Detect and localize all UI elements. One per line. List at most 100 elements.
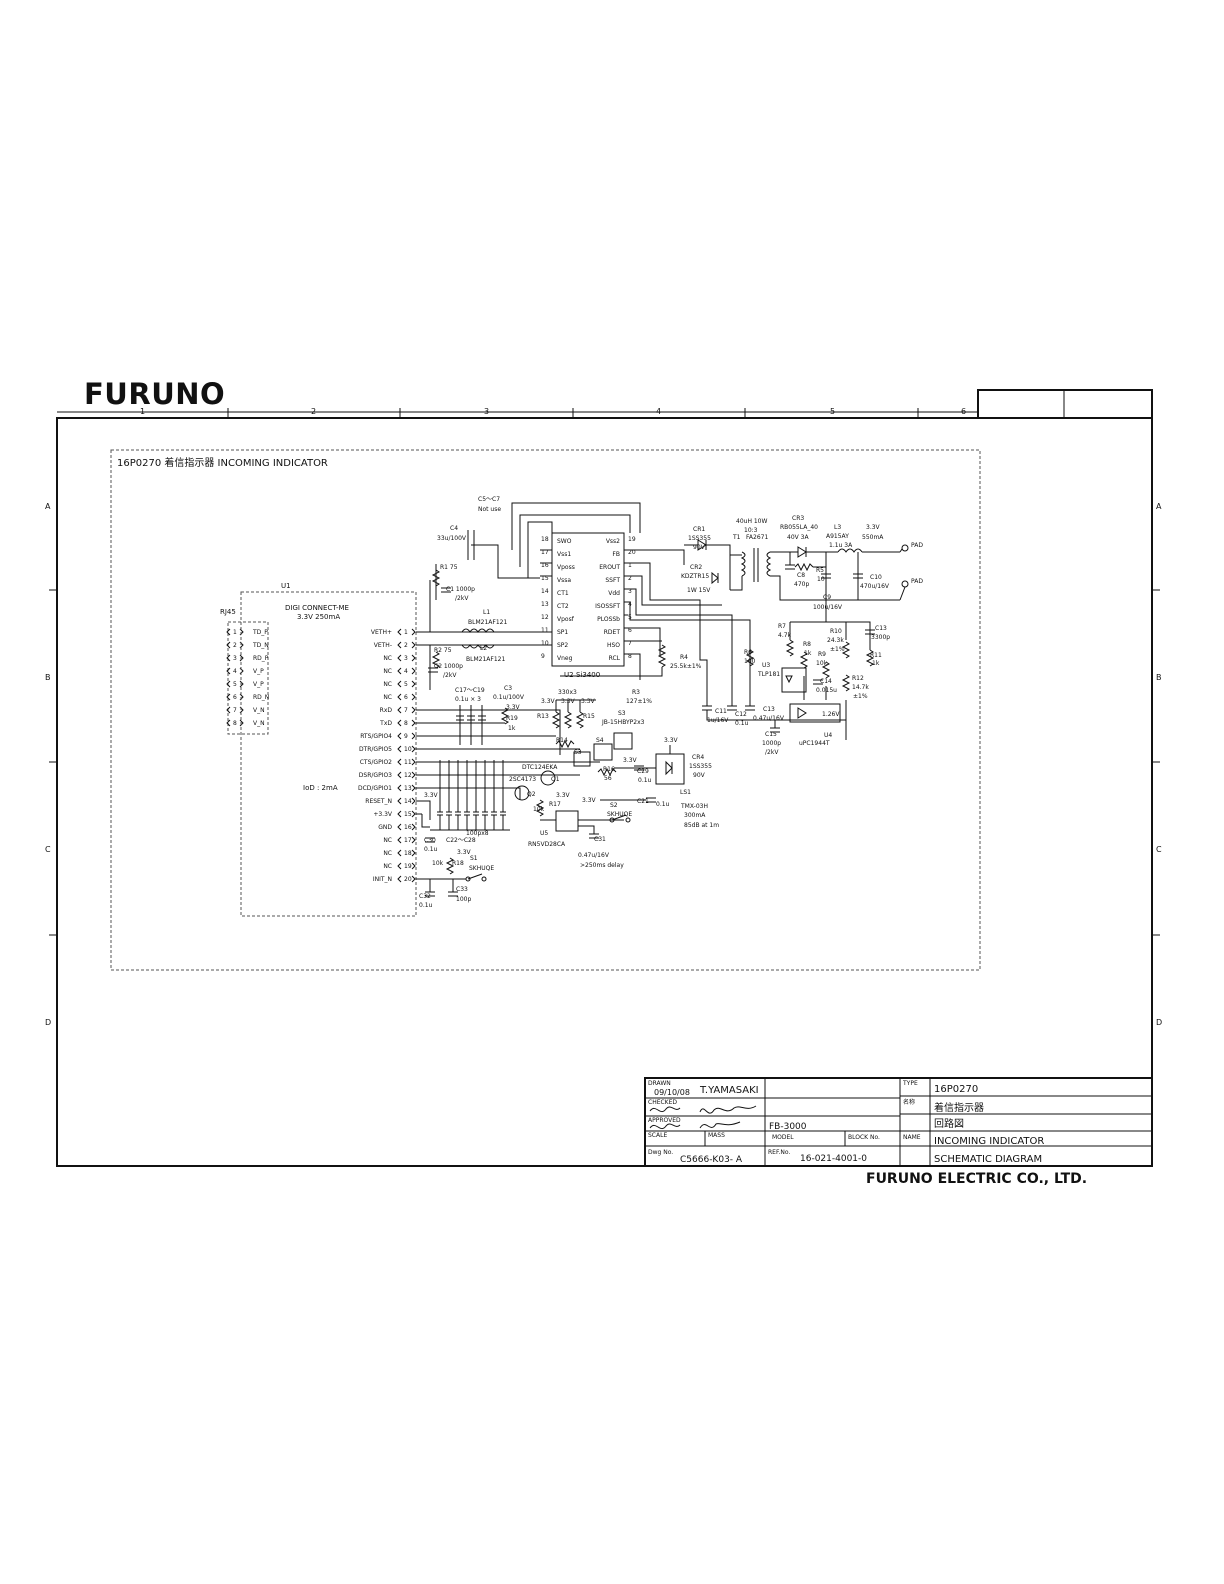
u1-pin-marker bbox=[397, 797, 402, 805]
u2-pin-number: 13 bbox=[541, 601, 549, 608]
lbl-v33-a: 3.3V bbox=[541, 698, 556, 705]
u1-pin-number: 3 bbox=[404, 655, 408, 662]
u1-pin-marker bbox=[411, 784, 416, 792]
u1-pin-label: DCD/GPIO1 bbox=[358, 785, 392, 792]
rj45-pin-number: 3 bbox=[233, 655, 237, 662]
u2-pin-label: Vneg bbox=[557, 655, 573, 662]
u1-pin-marker bbox=[397, 667, 402, 675]
tb-model: FB-3000 bbox=[769, 1122, 807, 1132]
rj45-pin-number: 4 bbox=[233, 668, 237, 675]
u1-pin-marker bbox=[397, 758, 402, 766]
lbl-s1: S1 bbox=[470, 855, 478, 862]
lbl-r9v: 10k bbox=[816, 660, 828, 667]
u1-pin-marker bbox=[397, 732, 402, 740]
u1-pin-marker bbox=[397, 823, 402, 831]
lbl-c21: C21 bbox=[637, 798, 649, 805]
lbl-r5v: 10 bbox=[817, 576, 825, 583]
u1-pin-label: TxD bbox=[379, 720, 392, 727]
u2-pin-label: HSO bbox=[607, 642, 620, 649]
lbl-u4pin: 1.26V bbox=[822, 711, 840, 718]
u2-si3400: U2 Si3400 SWO18Vss117Vposs16Vssa15CT114C… bbox=[541, 532, 636, 679]
lbl-r11: R11 bbox=[870, 652, 882, 659]
lbl-r10t: ±1% bbox=[830, 646, 845, 653]
io-wiring bbox=[416, 699, 685, 897]
u2-pin-label: ISOSSFT bbox=[595, 603, 620, 610]
u1-pin-number: 11 bbox=[404, 759, 412, 766]
u1-pin-number: 14 bbox=[404, 798, 412, 805]
u1-pin-label: RESET_N bbox=[365, 798, 392, 805]
u2-pin-label: SP2 bbox=[557, 642, 568, 649]
u2-pin-number: 20 bbox=[628, 549, 636, 556]
tb-ref: 16-021-4001-0 bbox=[800, 1154, 867, 1164]
u1-pin-marker bbox=[411, 641, 416, 649]
u1-pin-marker bbox=[411, 628, 416, 636]
lbl-v33-e: 3.3V bbox=[623, 757, 638, 764]
tb-checked-label: CHECKED bbox=[648, 1099, 677, 1106]
checked-signature bbox=[649, 1105, 757, 1114]
lbl-v33-f: 3.3V bbox=[664, 737, 679, 744]
u2-pin-number: 6 bbox=[628, 627, 632, 634]
lbl-r6: R6 bbox=[744, 649, 752, 656]
lbl-c5c7: C5〜C7 bbox=[478, 496, 500, 503]
lbl-c11v: 1u/16V bbox=[707, 717, 729, 724]
tb-drawn-date: 09/10/08 bbox=[654, 1088, 690, 1097]
u1-pin-marker bbox=[411, 849, 416, 857]
lbl-c2: C2 1000p bbox=[434, 663, 463, 670]
lbl-v33-d: 3.3V bbox=[506, 704, 521, 711]
lbl-cr4b: 90V bbox=[693, 772, 706, 779]
lbl-c10: C10 bbox=[870, 574, 882, 581]
u1-pin-marker bbox=[411, 745, 416, 753]
lbl-r18: R18 bbox=[452, 860, 464, 867]
lbl-r3v: 127±1% bbox=[626, 698, 652, 705]
tb-name-jp: 着信指示器 bbox=[934, 1101, 984, 1114]
lbl-not-use: Not use bbox=[478, 506, 501, 513]
rj45-pin-marker bbox=[226, 706, 231, 714]
lbl-q1: Q1 bbox=[551, 776, 560, 783]
lbl-c33v: 100p bbox=[456, 896, 471, 903]
lbl-r17v: 10k bbox=[533, 806, 545, 813]
col-2: 2 bbox=[311, 407, 316, 416]
u1-pin-number: 8 bbox=[404, 720, 408, 727]
u1-pin-marker bbox=[411, 771, 416, 779]
u1-pin-number: 13 bbox=[404, 785, 412, 792]
u2-pin-label: SWO bbox=[557, 538, 572, 545]
lbl-s3-ref: S3 bbox=[618, 710, 626, 717]
u2-pin-number: 7 bbox=[628, 640, 632, 647]
u1-pin-label: NC bbox=[383, 694, 392, 701]
u2-pin-label: Vdd bbox=[608, 590, 620, 597]
u1-pin-label: VETH+ bbox=[371, 629, 392, 636]
row-b-left: B bbox=[45, 673, 51, 682]
rj45-pin-marker bbox=[226, 693, 231, 701]
u1-pin-marker bbox=[411, 680, 416, 688]
tb-drawn-by: T.YAMASAKI bbox=[699, 1085, 759, 1096]
u1-name: DIGI CONNECT-ME bbox=[285, 604, 349, 612]
u1-pin-marker bbox=[411, 654, 416, 662]
u2-pin-number: 12 bbox=[541, 614, 549, 621]
u1-pin-number: 10 bbox=[404, 746, 412, 753]
u1-pin-marker bbox=[411, 875, 416, 883]
tb-name-jp-label: 名称 bbox=[903, 1098, 915, 1106]
lbl-r8: R8 bbox=[803, 641, 811, 648]
lbl-t1top: 40uH 10W bbox=[736, 518, 767, 525]
lbl-dtc: DTC124EKA bbox=[522, 764, 558, 771]
u1-iod: IoD : 2mA bbox=[303, 784, 338, 792]
lbl-c9: C9 bbox=[823, 594, 831, 601]
lbl-r7v: 4.7k bbox=[778, 632, 792, 639]
tb-kind: SCHEMATIC DIAGRAM bbox=[934, 1154, 1042, 1165]
rj45-pin-number: 8 bbox=[233, 720, 237, 727]
lbl-cr1: CR1 bbox=[693, 526, 705, 533]
u1-pin-marker bbox=[411, 797, 416, 805]
u2-pin-label: RCL bbox=[609, 655, 621, 662]
company-name: FURUNO ELECTRIC CO., LTD. bbox=[866, 1171, 1087, 1187]
u1-pin-marker bbox=[397, 771, 402, 779]
tb-block-label: BLOCK No. bbox=[848, 1134, 880, 1141]
lbl-pad1: PAD bbox=[911, 542, 923, 549]
lbl-c17v: 0.1u × 3 bbox=[455, 696, 481, 703]
u1-pin-number: 17 bbox=[404, 837, 412, 844]
lbl-r10v: 24.3k bbox=[827, 637, 844, 644]
u1-pin-marker bbox=[397, 680, 402, 688]
lbl-r13: R13 bbox=[537, 713, 549, 720]
lbl-tmxb: 85dB at 1m bbox=[684, 822, 719, 829]
rj45-pin-number: 2 bbox=[233, 642, 237, 649]
